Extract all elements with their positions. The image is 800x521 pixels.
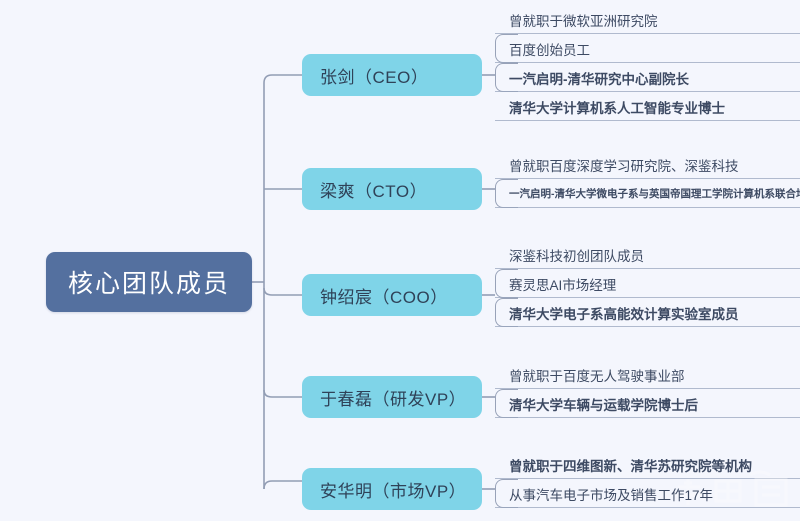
- leaf-rule: [495, 297, 800, 298]
- list-item[interactable]: 清华大学计算机系人工智能专业博士: [495, 92, 800, 121]
- branch-node-cto[interactable]: 梁爽（CTO）: [302, 168, 482, 210]
- branch-node-label: 张剑（CEO）: [320, 67, 429, 87]
- root-node-label: 核心团队成员: [67, 270, 230, 298]
- leaf-label: 百度创始员工: [509, 42, 590, 58]
- list-item[interactable]: 清华大学电子系高能效计算实验室成员: [495, 298, 800, 327]
- leaf-rule: [495, 62, 800, 63]
- leaf-group-market-vp: 曾就职于四维图新、清华苏研究院等机构 从事汽车电子市场及销售工作17年: [495, 450, 800, 508]
- leaf-label: 一汽启明-清华研究中心副院长: [509, 71, 689, 87]
- list-item[interactable]: 曾就职于四维图新、清华苏研究院等机构: [495, 450, 800, 479]
- leaf-label: 清华大学电子系高能效计算实验室成员: [509, 306, 739, 322]
- leaf-rule: [495, 91, 800, 92]
- list-item[interactable]: 深鉴科技初创团队成员: [495, 240, 800, 269]
- leaf-label: 曾就职百度深度学习研究院、深鉴科技: [509, 158, 739, 174]
- leaf-rule: [495, 417, 800, 418]
- leaf-rule: [495, 326, 800, 327]
- edge-to-branch-3: [263, 389, 302, 398]
- branch-node-label: 梁爽（CTO）: [320, 181, 428, 201]
- leaf-rule: [495, 268, 800, 269]
- list-item[interactable]: 曾就职百度深度学习研究院、深鉴科技: [495, 150, 800, 179]
- branch-node-label: 钟绍宸（COO）: [320, 287, 448, 307]
- leaf-label: 曾就职于微软亚洲研究院: [509, 13, 658, 29]
- leaf-rule: [495, 388, 800, 389]
- list-item[interactable]: 一汽启明-清华大学微电子系与英国帝国理工学院计算机系联合培养博士: [495, 179, 800, 208]
- branch-node-market-vp[interactable]: 安华明（市场VP）: [302, 468, 482, 510]
- leaf-rule: [495, 33, 800, 34]
- leaf-label: 从事汽车电子市场及销售工作17年: [509, 487, 714, 503]
- branch-node-rd-vp[interactable]: 于春磊（研发VP）: [302, 376, 482, 418]
- branch-node-coo[interactable]: 钟绍宸（COO）: [302, 274, 482, 316]
- leaf-label: 清华大学计算机系人工智能专业博士: [509, 100, 725, 116]
- list-item[interactable]: 赛灵思AI市场经理: [495, 269, 800, 298]
- leaf-label: 曾就职于四维图新、清华苏研究院等机构: [509, 458, 752, 474]
- leaf-label: 一汽启明-清华大学微电子系与英国帝国理工学院计算机系联合培养博士: [509, 188, 800, 200]
- leaf-group-ceo: 曾就职于微软亚洲研究院 百度创始员工 一汽启明-清华研究中心副院长 清华大学计算…: [495, 5, 800, 121]
- leaf-rule: [495, 478, 800, 479]
- branch-node-ceo[interactable]: 张剑（CEO）: [302, 54, 482, 96]
- leaf-label: 清华大学车辆与运载学院博士后: [509, 397, 698, 413]
- list-item[interactable]: 清华大学车辆与运载学院博士后: [495, 389, 800, 418]
- leaf-label: 深鉴科技初创团队成员: [509, 248, 644, 264]
- leaf-rule: [495, 207, 800, 208]
- edge-to-branch-2: [263, 287, 302, 296]
- leaf-group-coo: 深鉴科技初创团队成员 赛灵思AI市场经理 清华大学电子系高能效计算实验室成员: [495, 240, 800, 327]
- edge-to-branch-0: [263, 74, 302, 84]
- list-item[interactable]: 曾就职于微软亚洲研究院: [495, 5, 800, 34]
- leaf-label: 曾就职于百度无人驾驶事业部: [509, 368, 685, 384]
- leaf-rule: [495, 120, 800, 121]
- root-node[interactable]: 核心团队成员: [46, 252, 252, 312]
- leaf-group-rd-vp: 曾就职于百度无人驾驶事业部 清华大学车辆与运载学院博士后: [495, 360, 800, 418]
- leaf-rule: [495, 178, 800, 179]
- leaf-group-cto: 曾就职百度深度学习研究院、深鉴科技 一汽启明-清华大学微电子系与英国帝国理工学院…: [495, 150, 800, 208]
- branch-node-label: 于春磊（研发VP）: [320, 389, 467, 409]
- list-item[interactable]: 从事汽车电子市场及销售工作17年: [495, 479, 800, 508]
- leaf-label: 赛灵思AI市场经理: [509, 277, 617, 293]
- leaf-rule: [495, 507, 800, 508]
- list-item[interactable]: 曾就职于百度无人驾驶事业部: [495, 360, 800, 389]
- branch-node-label: 安华明（市场VP）: [320, 481, 467, 501]
- edge-to-branch-4: [263, 480, 302, 490]
- list-item[interactable]: 百度创始员工: [495, 34, 800, 63]
- list-item[interactable]: 一汽启明-清华研究中心副院长: [495, 63, 800, 92]
